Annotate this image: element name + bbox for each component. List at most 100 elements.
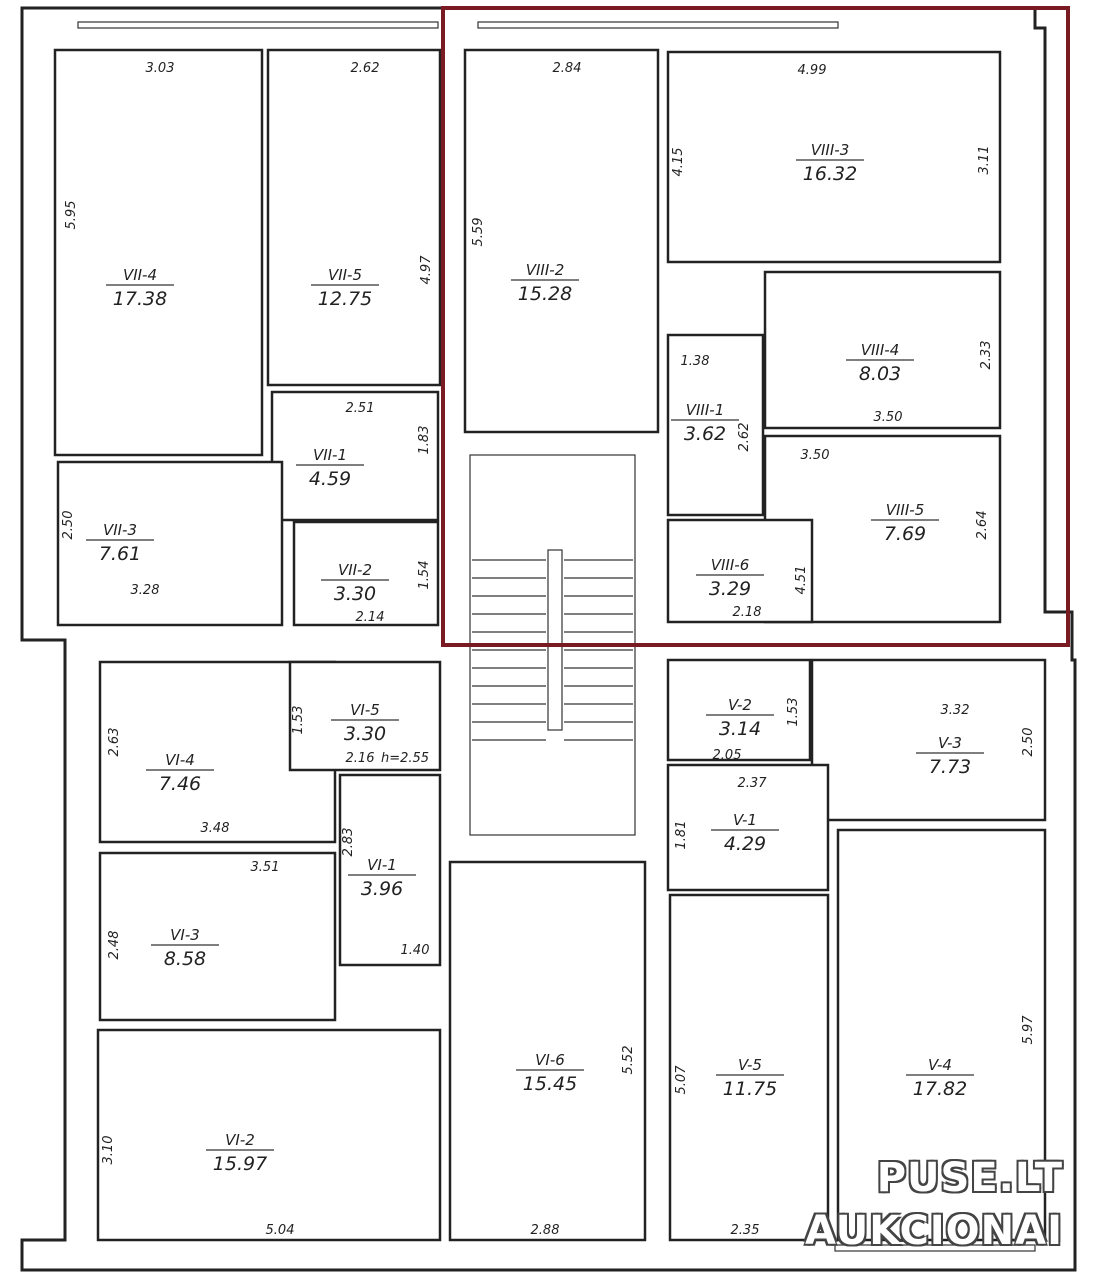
- dimension-label: 1.38: [681, 354, 710, 369]
- room-area: 17.82: [913, 1078, 967, 1100]
- dimension-label: 1.53: [786, 698, 801, 727]
- dimension-label: 3.28: [131, 583, 160, 598]
- window: [77, 21, 439, 29]
- dimension-label: 2.50: [1021, 728, 1036, 757]
- room-outline: [666, 518, 814, 624]
- dimension-label: 3.48: [201, 821, 230, 836]
- room-viii-6: VIII-63.29: [666, 518, 814, 624]
- room-id: VIII-5: [886, 501, 925, 519]
- room-viii-1: VIII-13.62: [666, 333, 765, 517]
- dimension-label: 4.51: [794, 566, 809, 595]
- room-id: V-3: [938, 734, 962, 752]
- dimension-label: 1.54: [417, 561, 432, 590]
- dimension-label: 5.97: [1021, 1015, 1036, 1045]
- dimension-label: 2.37: [738, 776, 768, 791]
- room-vii-3: VII-3 7.61: [56, 460, 284, 627]
- dimension-label: 2.35: [731, 1223, 760, 1238]
- room-id: V-4: [928, 1056, 952, 1074]
- room-area: 3.96: [361, 878, 403, 900]
- room-outline: [836, 828, 1047, 1242]
- room-outline: [666, 333, 765, 517]
- dimension-label: 2.50: [61, 511, 76, 540]
- room-vii-5: VII-5 12.75: [266, 48, 442, 387]
- room-v-4: V-4 17.82: [836, 828, 1047, 1242]
- room-id: VI-1: [367, 856, 397, 874]
- dimension-label: 2.48: [107, 931, 122, 960]
- room-id: VIII-3: [811, 141, 850, 159]
- room-area: 15.28: [518, 283, 572, 305]
- dimension-label: 3.32: [941, 703, 970, 718]
- room-id: VI-5: [350, 701, 380, 719]
- room-vi-2: VI-2 15.97: [96, 1028, 442, 1242]
- room-id: VII-3: [103, 521, 137, 539]
- watermark-line2: AUKCIONAI: [805, 1208, 1063, 1254]
- room-area: 16.32: [803, 163, 857, 185]
- room-outline: [266, 48, 442, 387]
- room-area: 15.45: [523, 1073, 577, 1095]
- dimension-label: h=2.55: [381, 751, 429, 766]
- dimension-label: 1.83: [417, 426, 432, 455]
- room-area: 12.75: [318, 288, 372, 310]
- dimension-label: 2.88: [531, 1223, 560, 1238]
- dimension-label: 5.52: [621, 1046, 636, 1075]
- dimension-label: 5.59: [471, 218, 486, 247]
- room-vii-2: VII-2 3.30: [292, 520, 440, 627]
- dimension-label: 1.40: [401, 943, 430, 958]
- room-outline: [668, 893, 830, 1242]
- room-area: 7.69: [884, 523, 926, 545]
- dimension-label: 4.15: [671, 148, 686, 177]
- watermark-line1: PUSE.LT: [876, 1155, 1063, 1201]
- room-area: 3.30: [334, 583, 376, 605]
- selected-apartment-highlight: [441, 6, 1070, 647]
- room-vi-6: VI-615.45: [448, 860, 647, 1242]
- outer-wall: [20, 6, 1077, 1272]
- room-v-5: V-511.75: [668, 893, 830, 1242]
- room-vi-3: VI-38.58: [98, 851, 337, 1022]
- dimension-label: 2.14: [356, 610, 385, 625]
- room-id: VI-2: [225, 1131, 255, 1149]
- room-viii-3: VIII-3 16.32: [666, 50, 1002, 264]
- dimension-label: 3.51: [251, 860, 280, 875]
- room-vi-1: VI-1 3.96: [338, 773, 442, 967]
- room-area: 17.38: [113, 288, 167, 310]
- room-area: 15.97: [213, 1153, 267, 1175]
- room-area: 7.61: [99, 543, 141, 565]
- dimension-label: 2.62: [351, 61, 380, 76]
- room-area: 4.59: [309, 468, 351, 490]
- dimension-label: 3.03: [146, 61, 175, 76]
- room-id: VI-4: [165, 751, 195, 769]
- room-outline: [338, 773, 442, 967]
- room-id: VII-4: [123, 266, 157, 284]
- dimension-label: 2.18: [733, 605, 762, 620]
- room-outline: [810, 658, 1047, 822]
- room-viii-4: VIII-48.03: [763, 270, 1002, 430]
- room-outline: [56, 460, 284, 627]
- room-outline: [288, 660, 442, 772]
- room-outline: [270, 390, 440, 522]
- room-outline: [763, 270, 1002, 430]
- room-area: 3.29: [709, 578, 751, 600]
- dimension-label: 2.16: [346, 751, 375, 766]
- room-id: VIII-4: [861, 341, 900, 359]
- room-outline: [666, 658, 812, 762]
- dimension-label: 2.64: [975, 511, 990, 540]
- dimension-label: 2.62: [737, 423, 752, 452]
- room-vii-4: VII-4 17.38: [53, 48, 264, 457]
- dimension-label: 3.50: [874, 410, 903, 425]
- dimension-label: 2.05: [713, 748, 742, 763]
- room-area: 7.46: [159, 773, 201, 795]
- dimension-label: 2.83: [341, 828, 356, 857]
- room-id: V-1: [733, 811, 757, 829]
- room-id: V-2: [728, 696, 752, 714]
- room-area: 3.62: [684, 423, 726, 445]
- room-v-2: V-2 3.14: [666, 658, 812, 762]
- room-area: 11.75: [723, 1078, 777, 1100]
- room-area: 3.14: [719, 718, 761, 740]
- room-id: VII-5: [328, 266, 362, 284]
- room-area: 7.73: [929, 756, 971, 778]
- stairs: [472, 559, 633, 741]
- dimension-label: 5.04: [266, 1223, 295, 1238]
- room-id: VII-2: [338, 561, 372, 579]
- room-area: 3.30: [344, 723, 386, 745]
